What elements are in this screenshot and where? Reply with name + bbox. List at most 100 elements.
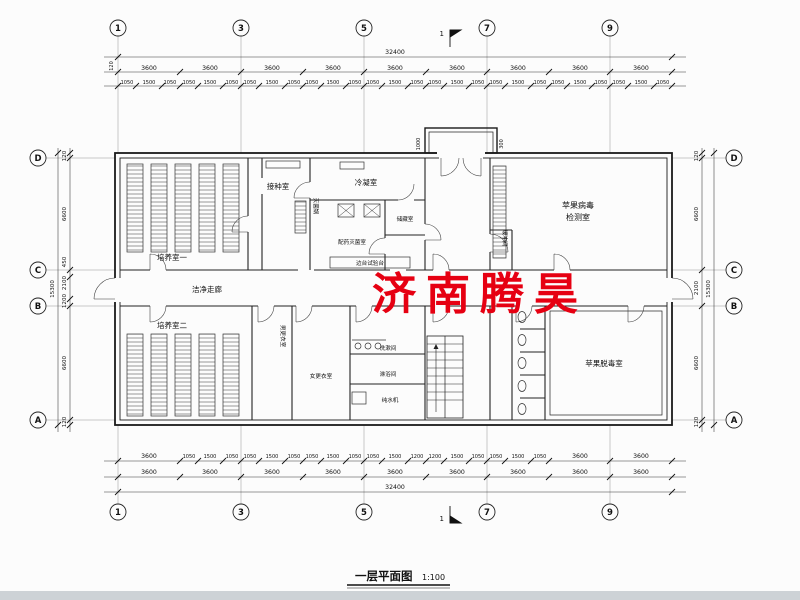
dim-label: 1050 — [367, 80, 380, 86]
dim-label: 1500 — [574, 80, 587, 86]
dim-label: 1050 — [429, 80, 442, 86]
section-label-top: 1 — [440, 30, 444, 38]
grid-label: 1 — [115, 508, 121, 518]
dim-label: 2100 — [694, 280, 700, 295]
dim-label: 6600 — [62, 355, 68, 370]
dim-label: 1050 — [349, 80, 362, 86]
grid-label: 5 — [361, 24, 367, 34]
interior-walls — [120, 158, 667, 420]
dim-label: 1050 — [183, 80, 196, 86]
grid-label: C — [731, 266, 737, 276]
grid-bubble-labels: 1 3 5 7 9 1 3 5 7 9 D C B A D C B A — [34, 24, 737, 518]
dim-label: 1050 — [490, 454, 503, 460]
dim-label: 120 — [694, 416, 700, 427]
room-labels: 培养室一 培养室二 接种室 冷凝室 配药灭菌室 储藏室 边台试验台 洁净走廊 男… — [157, 177, 623, 404]
room-label-men-changing: 男更衣室 — [279, 325, 287, 348]
label-water-machine: 纯水机 — [382, 396, 399, 404]
dimensions-left: 120 6600 450 2100 1200 6600 120 15300 — [50, 150, 68, 427]
grid-label: 3 — [238, 508, 244, 518]
dim-label: 1050 — [164, 80, 177, 86]
dim-label: 1500 — [635, 80, 648, 86]
label-bench: 边台试验台 — [356, 259, 384, 267]
dim-label: 1050 — [534, 80, 547, 86]
dim-label: 1500 — [327, 454, 340, 460]
grid-label: 9 — [607, 508, 613, 518]
dimensions-top: 32400 120 3600 3600 3600 3600 3600 3600 … — [109, 49, 669, 150]
dim-label: 1500 — [204, 454, 217, 460]
dim-label: 1050 — [613, 80, 626, 86]
dim-label: 3600 — [449, 469, 465, 476]
room-label-detection-2: 检测室 — [566, 212, 590, 222]
dim-label: 1050 — [490, 80, 503, 86]
dim-label: 3600 — [264, 65, 280, 72]
room-label-detection-1: 苹果病毒 — [562, 200, 594, 210]
room-label-storage: 储藏室 — [397, 215, 414, 223]
dim-label: 1050 — [183, 454, 196, 460]
grid-label: C — [35, 266, 41, 276]
dim-label: 1050 — [595, 80, 608, 86]
dim-label: 3600 — [572, 65, 588, 72]
dim-label: 120 — [694, 150, 700, 161]
dim-label: 450 — [62, 256, 68, 267]
room-label-washroom: 洗漱间 — [380, 344, 397, 352]
room-label-inoculation: 接种室 — [267, 181, 290, 191]
dim-label: 3600 — [325, 65, 341, 72]
dim-label: 1050 — [472, 454, 485, 460]
dim-label: 3600 — [633, 65, 649, 72]
room-label-culture2: 培养室二 — [157, 320, 187, 330]
dim-label: 1500 — [327, 80, 340, 86]
dim-label: 1050 — [306, 80, 319, 86]
dim-label: 1200 — [429, 454, 442, 460]
dim-label: 15300 — [706, 280, 712, 298]
grid-label: 5 — [361, 508, 367, 518]
dim-label: 3600 — [141, 453, 157, 460]
room-label-pharmacy: 配药灭菌室 — [338, 238, 366, 246]
axis-leader-lines — [46, 36, 726, 504]
room-label-shower: 淋浴间 — [380, 370, 397, 378]
drawing-title: 一层平面图 — [355, 569, 413, 583]
room-label-detox: 苹果脱毒室 — [585, 358, 623, 368]
dim-label: 3600 — [264, 469, 280, 476]
drawing-scale: 1:100 — [422, 573, 445, 582]
dim-label: 1500 — [204, 80, 217, 86]
dim-label: 6600 — [62, 206, 68, 221]
dim-label: 1500 — [512, 454, 525, 460]
dim-label: 3600 — [387, 469, 403, 476]
watermark-text: 济南腾昊 — [372, 269, 588, 320]
dim-label: 3600 — [572, 453, 588, 460]
dim-label: 1500 — [451, 80, 464, 86]
dim-label: 1050 — [552, 80, 565, 86]
dim-label: 6600 — [694, 206, 700, 221]
grid-bubbles — [29, 19, 743, 521]
dim-label: 1050 — [288, 80, 301, 86]
dim-label: 1050 — [288, 454, 301, 460]
dim-label: 3600 — [633, 453, 649, 460]
dim-label: 120 — [62, 150, 68, 161]
dim-label: 1500 — [512, 80, 525, 86]
room-label-women-changing: 女更衣室 — [310, 372, 333, 380]
dim-label-entrance-depth: 1000 — [416, 138, 422, 151]
dim-label: 1050 — [349, 454, 362, 460]
dim-label: 1050 — [411, 80, 424, 86]
dim-label: 1200 — [62, 293, 68, 308]
dim-label-entrance-step: 300 — [499, 139, 505, 149]
fixtures — [126, 160, 527, 417]
dim-label: 120 — [62, 416, 68, 427]
door-arcs — [93, 157, 694, 323]
dim-label: 1500 — [143, 80, 156, 86]
dim-label: 2100 — [62, 275, 68, 290]
dim-label: 3600 — [387, 65, 403, 72]
dim-label: 3600 — [325, 469, 341, 476]
dim-label: 1500 — [451, 454, 464, 460]
dim-label: 1050 — [472, 80, 485, 86]
dim-label: 3600 — [202, 469, 218, 476]
grid-label: 7 — [484, 508, 490, 518]
dim-label: 1500 — [266, 454, 279, 460]
dim-label: 1050 — [226, 80, 239, 86]
dim-label: 3600 — [141, 65, 157, 72]
room-label-buffer: 缓冲间 — [501, 230, 509, 247]
dim-label: 15300 — [50, 280, 56, 298]
dim-label: 1500 — [266, 80, 279, 86]
grid-label: B — [35, 302, 41, 312]
